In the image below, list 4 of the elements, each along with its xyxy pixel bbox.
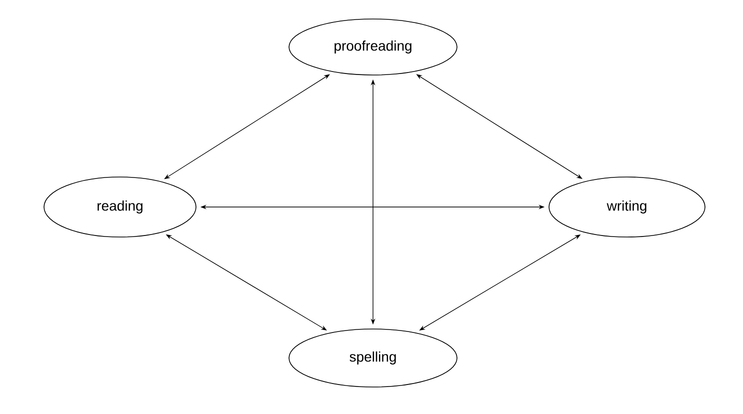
ellipse-node: writing xyxy=(548,176,706,238)
ellipse-node: proofreading xyxy=(288,18,458,76)
ellipse-node: reading xyxy=(44,176,196,238)
ellipse-node: spelling xyxy=(288,328,458,388)
